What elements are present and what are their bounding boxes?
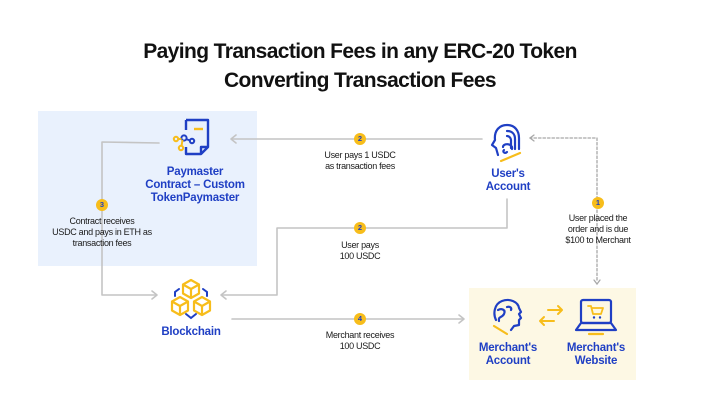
merchant-head-icon: [492, 298, 523, 336]
merchant-account-label-line: Account: [485, 355, 531, 367]
arrowhead-user: [528, 134, 535, 142]
connector-user-to-blockchain: [221, 198, 508, 296]
step-badge-2a: 2: [354, 133, 366, 145]
merchant-website-label-line: Merchant's: [566, 342, 626, 354]
step-text-line: 100 USDC: [339, 251, 381, 261]
step-3-text: Contract receives USDC and pays in ETH a…: [44, 216, 160, 249]
diagram-title: Paying Transaction Fees in any ERC-20 To…: [143, 40, 577, 63]
connector-paymaster-to-blockchain: [101, 141, 160, 296]
step-text-line: order and is due: [567, 224, 629, 234]
user-label-line: User's: [491, 168, 525, 180]
arrowhead-merchant-panel: [593, 279, 601, 286]
merchant-account-label: Merchant's Account: [472, 342, 544, 368]
step-1-text: User placed the order and is due $100 to…: [552, 213, 644, 246]
step-text-line: Merchant receives: [325, 330, 395, 340]
step-text-line: User pays: [341, 240, 379, 250]
step-badge-1: 1: [592, 197, 604, 209]
diagram-subtitle: Converting Transaction Fees: [223, 69, 497, 92]
step-text-line: 100 USDC: [339, 341, 381, 351]
paymaster-label-line: Paymaster: [166, 166, 224, 178]
arrowhead-merchant: [458, 314, 465, 324]
user-head-icon: [490, 123, 522, 163]
step-text-line: transaction fees: [72, 238, 132, 248]
step-badge-2b: 2: [354, 222, 366, 234]
step-badge-4: 4: [354, 313, 366, 325]
step-text-line: User pays 1 USDC: [324, 150, 396, 160]
exchange-arrows-icon: [539, 305, 563, 326]
arrowhead-paymaster: [230, 134, 237, 144]
blockchain-label: Blockchain: [161, 326, 221, 338]
user-label: User's Account: [468, 168, 548, 194]
paymaster-label: Paymaster Contract – Custom TokenPaymast…: [140, 166, 250, 205]
step-badge-3: 3: [96, 199, 108, 211]
paymaster-label-line: Contract – Custom: [145, 179, 245, 191]
user-label-line: Account: [485, 181, 531, 193]
step-text-line: User placed the: [568, 213, 628, 223]
step-text-line: $100 to Merchant: [565, 235, 631, 245]
contract-document-icon: [172, 118, 210, 156]
step-text-line: as transaction fees: [325, 161, 395, 171]
merchant-account-label-line: Merchant's: [478, 342, 538, 354]
step-text-line: USDC and pays in ETH as: [52, 227, 152, 237]
merchant-website-label: Merchant's Website: [560, 342, 632, 368]
paymaster-label-line: TokenPaymaster: [150, 192, 240, 204]
connector-merchant-to-user: [529, 137, 598, 281]
step-4-text: Merchant receives 100 USDC: [315, 330, 405, 352]
laptop-cart-icon: [574, 298, 618, 336]
step-text-line: Contract receives: [69, 216, 135, 226]
merchant-website-label-line: Website: [574, 355, 618, 367]
step-2b-text: User pays 100 USDC: [320, 240, 400, 262]
arrowhead-blockchain-right: [220, 290, 227, 300]
blockchain-cubes-icon: [170, 278, 212, 320]
arrowhead-blockchain-left: [151, 290, 158, 300]
step-2a-text: User pays 1 USDC as transaction fees: [305, 150, 415, 172]
paymaster-panel: [38, 111, 257, 266]
